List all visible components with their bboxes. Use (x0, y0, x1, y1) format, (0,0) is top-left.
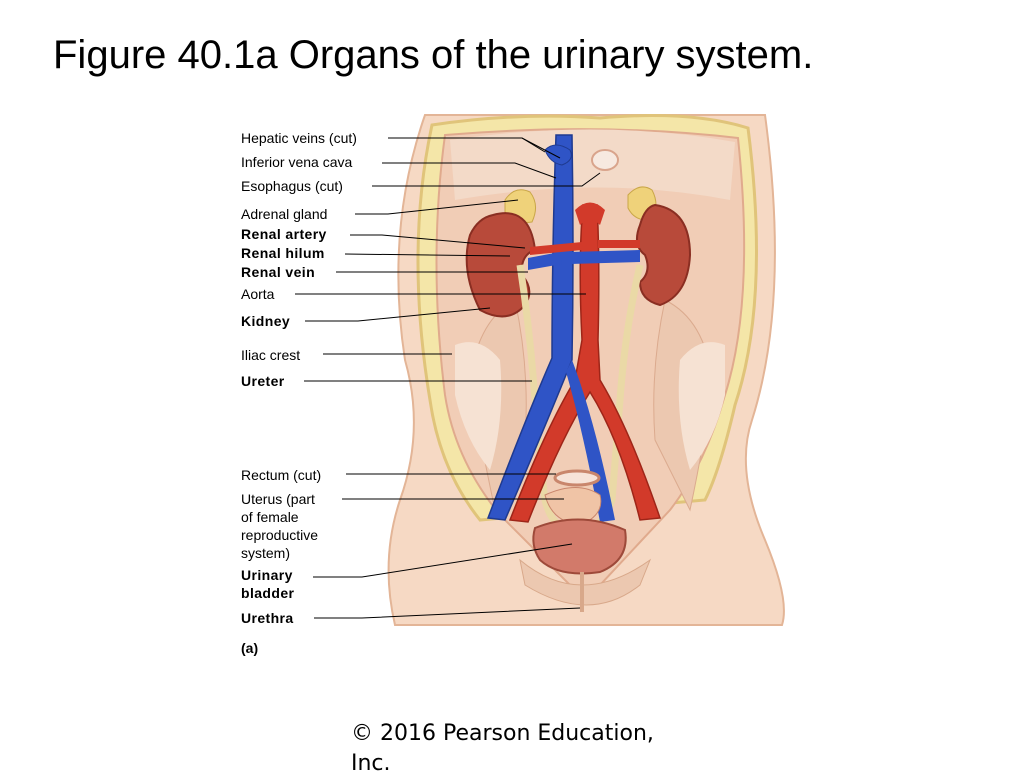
hepatic-veins (544, 144, 572, 166)
leader-urinary-bladder (313, 543, 573, 578)
label-rectum: Rectum (cut) (241, 467, 322, 483)
slide-title: Figure 40.1a Organs of the urinary syste… (53, 33, 814, 77)
kidney-right (635, 203, 692, 307)
leader-renal-hilum (344, 253, 511, 257)
copyright-notice: © 2016 Pearson Education, Inc. (351, 721, 654, 776)
label-esophagus: Esophagus (cut) (241, 178, 343, 194)
leader-esophagus (372, 172, 601, 187)
panel-letter: (a) (241, 640, 259, 656)
leader-kidney (305, 307, 491, 322)
renal-artery-left (530, 242, 582, 255)
leader-adrenal-gland (355, 199, 519, 215)
label-ureter: Ureter (241, 373, 285, 389)
renal-artery-right (598, 240, 640, 248)
label-urethra: Urethra (241, 610, 294, 626)
esophagus-stump (591, 149, 619, 171)
label-inferior-vena-cava: Inferior vena cava (241, 154, 353, 170)
leader-lines (295, 137, 601, 619)
iliac-fossa-right (678, 342, 725, 470)
leader-hepatic-veins-2 (521, 137, 546, 153)
iliac-fossa-left (455, 342, 502, 470)
label-uterus: Uterus (part of female reproductive syst… (241, 491, 319, 561)
label-iliac-crest: Iliac crest (241, 347, 301, 363)
label-renal-vein: Renal vein (241, 264, 316, 280)
label-urinary-bladder: Urinary bladder (241, 567, 295, 601)
leader-inferior-vena-cava (382, 162, 557, 179)
label-adrenal-gland: Adrenal gland (241, 206, 328, 222)
pelvic-floor (519, 558, 652, 606)
renal-vein-left (528, 252, 562, 270)
renal-vein-right (570, 250, 640, 264)
urinary-bladder (532, 518, 627, 575)
label-aorta: Aorta (241, 286, 275, 302)
leader-urethra (314, 607, 581, 619)
rectum-stump (553, 469, 601, 487)
leader-renal-artery (350, 234, 526, 249)
label-kidney: Kidney (241, 313, 291, 329)
inferior-vena-cava (486, 134, 574, 521)
aortic-stub (575, 202, 605, 225)
label-renal-artery: Renal artery (241, 226, 327, 242)
label-hepatic-veins: Hepatic veins (cut) (241, 130, 357, 146)
iliac-vein-right (566, 360, 615, 522)
label-renal-hilum: Renal hilum (241, 245, 325, 261)
uterus (544, 487, 602, 526)
